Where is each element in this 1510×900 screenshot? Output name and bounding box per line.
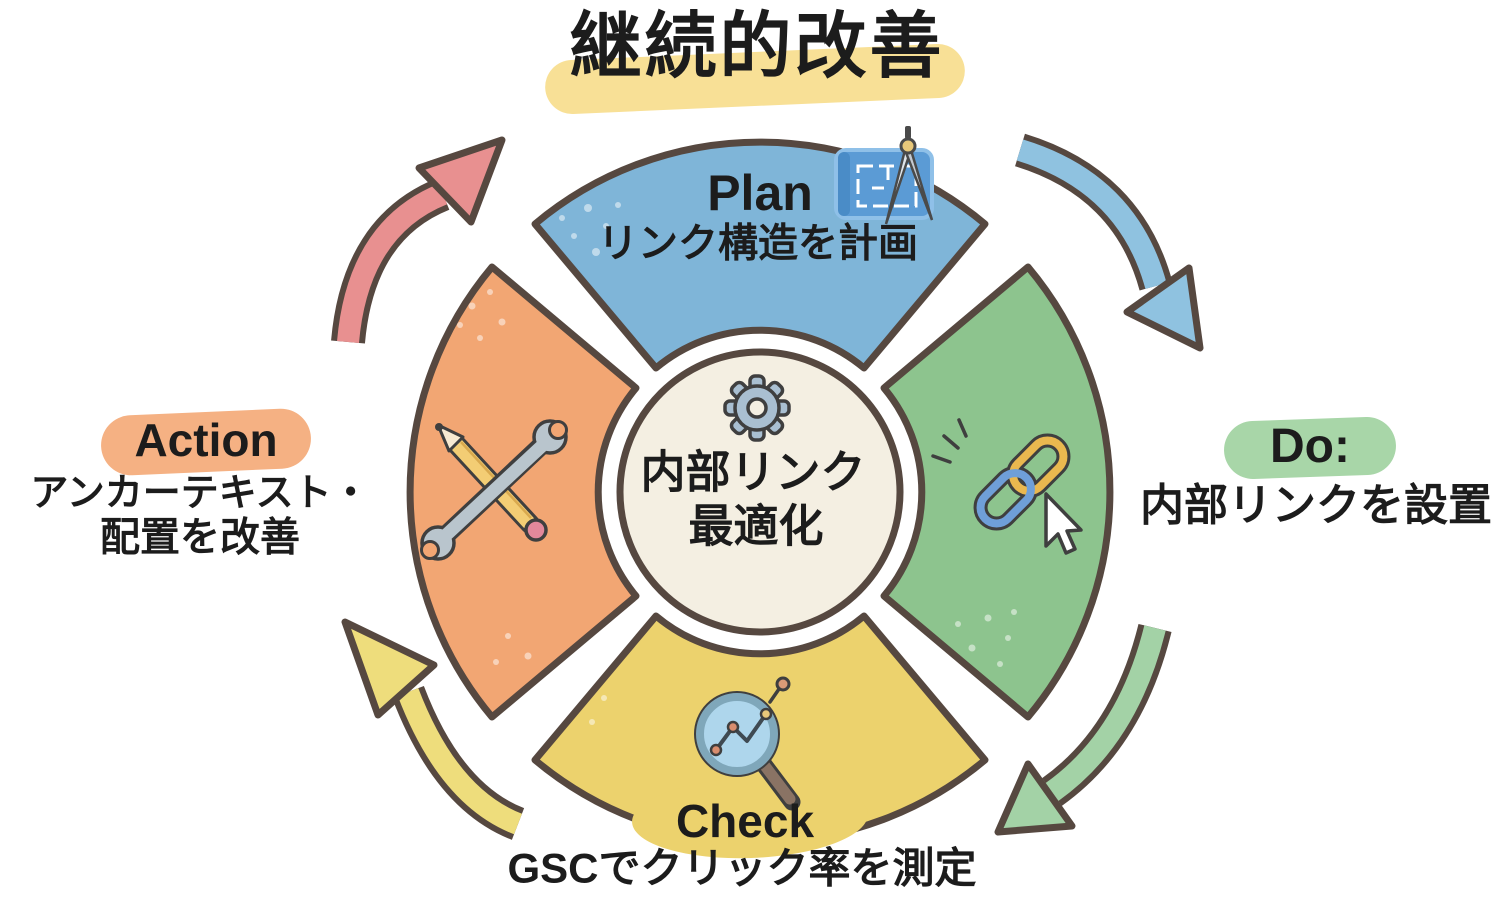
diagram-title: 継続的改善 [569,7,945,88]
action-label: Action [134,414,278,467]
check-label: Check [675,795,815,848]
center-circle [616,348,904,636]
spark-lines [931,418,968,464]
plan-label: Plan [707,165,813,221]
check-label-highlight [632,777,868,859]
blueprint-compass-icon [834,126,934,225]
arrow-plan-to-do [1014,133,1204,352]
arrow-do-to-check [994,623,1172,836]
arrow-action-to-plan [331,136,506,344]
arrow-check-to-action [341,618,525,840]
action-segment [406,263,640,721]
action-description-line1: アンカーテキスト・ [30,472,370,515]
do-description: 内部リンクを設置 [1140,481,1492,531]
gear-icon [723,374,791,442]
mouse-cursor-icon [1044,492,1083,555]
plan-description: リンク構造を計画 [598,221,918,266]
check-description: GSCでクリック率を測定 [507,844,977,892]
action-label-pill [101,408,311,476]
do-label: Do: [1270,420,1350,474]
do-label-pill [1224,417,1396,479]
pencil-wrench-icon [420,419,568,561]
center-text-line1: 内部リンク [640,446,866,498]
texture-dots [457,202,1017,725]
action-description-line2: 配置を改善 [100,515,300,560]
title-highlight [545,44,965,114]
center-text-line2: 最適化 [688,500,824,552]
chain-link-cursor-icon [931,418,1083,555]
magnifier-chart-icon [694,676,801,811]
